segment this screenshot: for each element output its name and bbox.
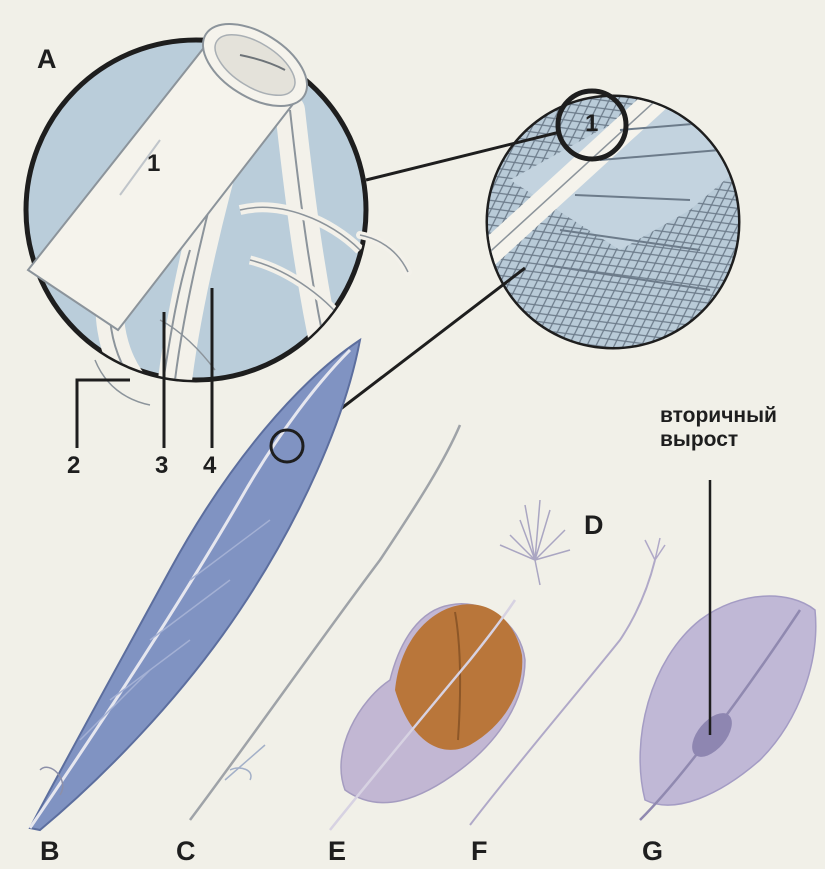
down-feather-d (500, 500, 570, 585)
label-g: G (642, 838, 663, 865)
label-1-barbule: 1 (147, 152, 160, 176)
label-d: D (584, 512, 604, 539)
label-4: 4 (203, 454, 216, 478)
afterfeather-g (640, 480, 816, 820)
label-f: F (471, 838, 488, 865)
label-b: B (40, 838, 60, 865)
label-c: C (176, 838, 196, 865)
label-1-vane: 1 (585, 112, 598, 136)
magnified-vane-circle (470, 60, 760, 360)
flight-feather-b (30, 340, 360, 830)
contour-feather-e (330, 600, 525, 830)
label-a: A (37, 46, 57, 73)
label-e: E (328, 838, 346, 865)
label-2: 2 (67, 454, 80, 478)
caption-secondary-shaft: вторичный вырост (660, 404, 777, 452)
label-3: 3 (155, 454, 168, 478)
